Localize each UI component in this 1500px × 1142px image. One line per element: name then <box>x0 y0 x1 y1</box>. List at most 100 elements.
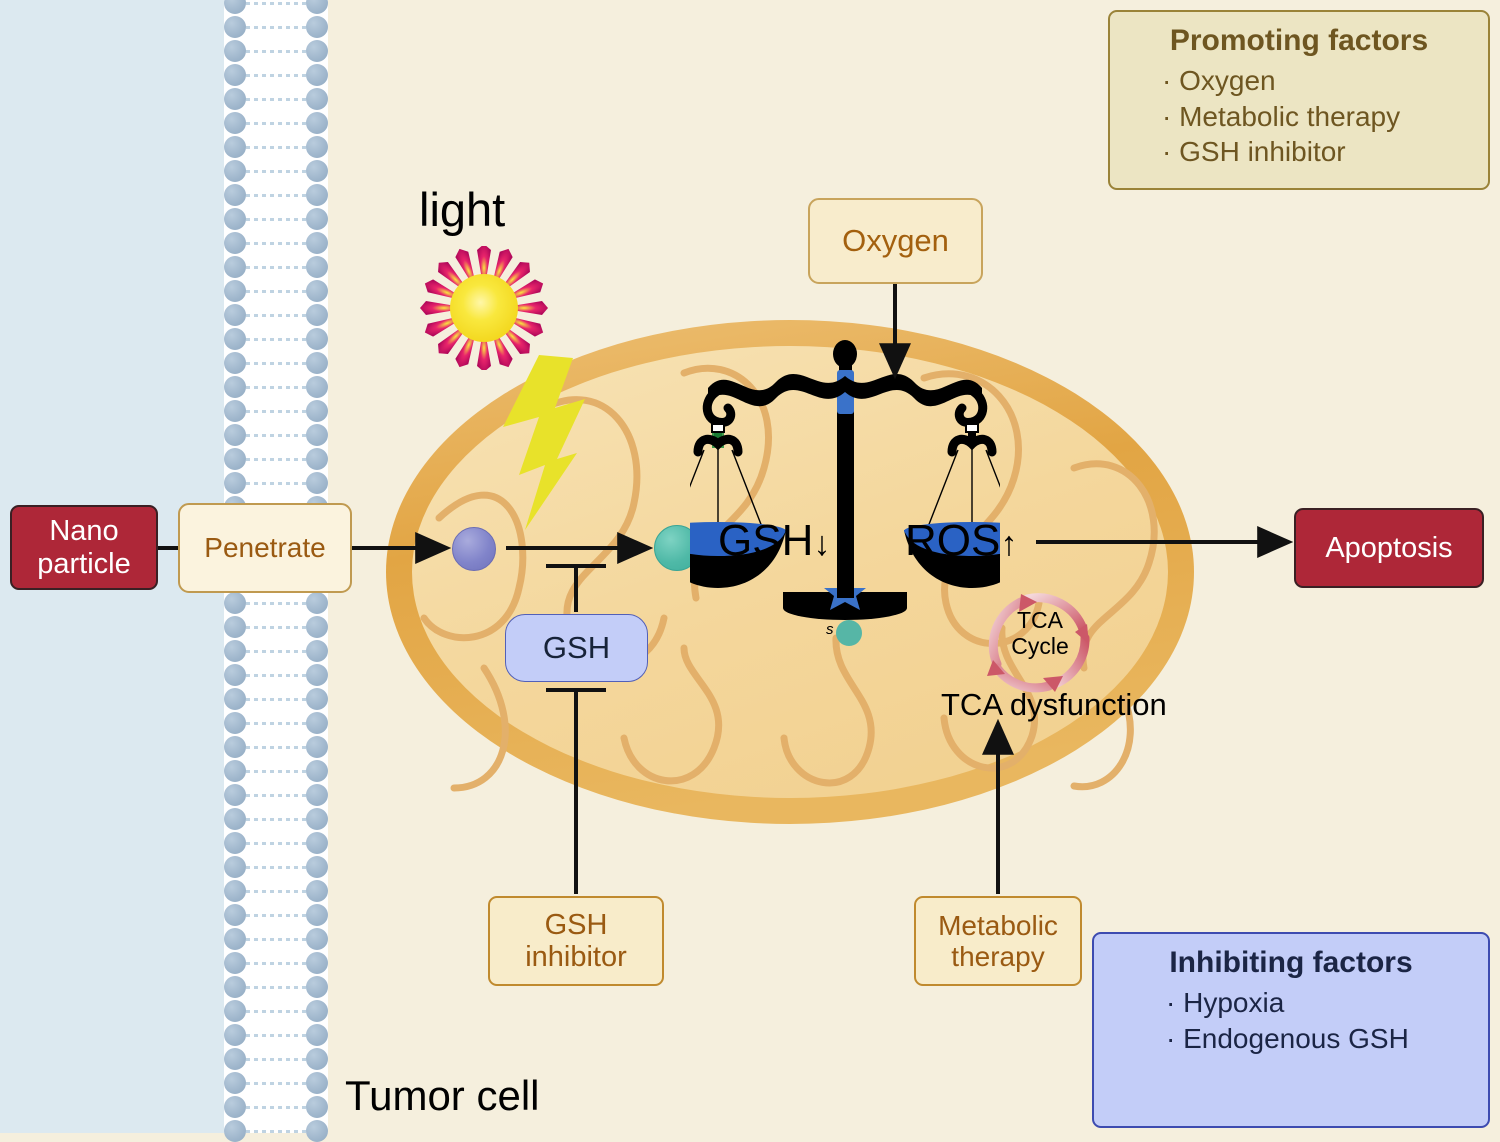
membrane-head-icon <box>224 208 246 230</box>
membrane-head-icon <box>224 808 246 830</box>
promoting-factors-list: Oxygen Metabolic therapy GSH inhibitor <box>1110 63 1488 170</box>
gsh-inhibitor-line1: GSH <box>544 908 608 941</box>
membrane-tail-row <box>244 238 308 248</box>
membrane-tail-row <box>244 1006 308 1016</box>
membrane-head-icon <box>224 136 246 158</box>
metabolic-therapy-box[interactable]: Metabolic therapy <box>914 896 1082 986</box>
membrane-head-icon <box>224 880 246 902</box>
membrane-head-icon <box>306 16 328 38</box>
membrane-head-icon <box>306 592 328 614</box>
membrane-tail-row <box>244 790 308 800</box>
membrane-head-icon <box>306 64 328 86</box>
membrane-head-icon <box>306 1072 328 1094</box>
membrane-tail-row <box>244 646 308 656</box>
membrane-tail-row <box>244 334 308 344</box>
membrane-head-icon <box>306 136 328 158</box>
membrane-tail-row <box>244 142 308 152</box>
membrane-head-icon <box>224 424 246 446</box>
membrane-head-icon <box>306 712 328 734</box>
membrane-head-icon <box>224 0 246 14</box>
balance-right-arrow: ↑ <box>1000 525 1018 563</box>
membrane-head-icon <box>306 256 328 278</box>
membrane-tail-row <box>244 0 308 8</box>
membrane-head-icon <box>306 472 328 494</box>
membrane-head-icon <box>306 160 328 182</box>
membrane-head-icon <box>306 856 328 878</box>
membrane-tail-row <box>244 622 308 632</box>
membrane-head-icon <box>224 376 246 398</box>
membrane-head-icon <box>224 1096 246 1118</box>
inhibiting-factors-title: Inhibiting factors <box>1169 946 1413 979</box>
oxygen-box[interactable]: Oxygen <box>808 198 983 284</box>
membrane-head-icon <box>224 256 246 278</box>
balance-base-particle-icon <box>836 620 862 646</box>
membrane-tail-row <box>244 958 308 968</box>
membrane-tail-row <box>244 382 308 392</box>
penetrate-box[interactable]: Penetrate <box>178 503 352 593</box>
nano-particle-line2: particle <box>37 547 131 580</box>
membrane-tail-row <box>244 70 308 80</box>
membrane-head-icon <box>224 928 246 950</box>
membrane-head-icon <box>224 400 246 422</box>
membrane-tail-row <box>244 1054 308 1064</box>
apoptosis-box[interactable]: Apoptosis <box>1294 508 1484 588</box>
membrane-tail-row <box>244 1030 308 1040</box>
metabolic-therapy-line2: therapy <box>951 941 1045 972</box>
membrane-head-icon <box>306 280 328 302</box>
list-item: Endogenous GSH <box>1094 1021 1488 1057</box>
membrane-head-icon <box>224 712 246 734</box>
nano-particle-box[interactable]: Nano particle <box>10 505 158 590</box>
membrane-head-icon <box>306 928 328 950</box>
membrane-head-icon <box>306 376 328 398</box>
membrane-head-icon <box>224 352 246 374</box>
membrane-head-icon <box>224 904 246 926</box>
membrane-head-icon <box>306 352 328 374</box>
membrane-tail-row <box>244 430 308 440</box>
membrane-tail-row <box>244 598 308 608</box>
membrane-head-icon <box>224 760 246 782</box>
membrane-tail-row <box>244 454 308 464</box>
membrane-head-icon <box>224 1000 246 1022</box>
membrane-head-icon <box>306 688 328 710</box>
membrane-head-icon <box>306 904 328 926</box>
tumor-cell-label: Tumor cell <box>345 1072 540 1119</box>
gsh-pill-box[interactable]: GSH <box>505 614 648 682</box>
membrane-tail-row <box>244 814 308 824</box>
membrane-head-icon <box>224 952 246 974</box>
nanoparticle-dot-icon <box>452 527 496 571</box>
membrane-head-icon <box>306 976 328 998</box>
gsh-inhibitor-box[interactable]: GSH inhibitor <box>488 896 664 986</box>
membrane-head-icon <box>306 664 328 686</box>
balance-left-label: GSH↓ <box>718 516 830 566</box>
membrane-tail-row <box>244 694 308 704</box>
list-item: Hypoxia <box>1094 985 1488 1021</box>
membrane-tail-row <box>244 766 308 776</box>
list-item: Oxygen <box>1110 63 1488 99</box>
membrane-head-icon <box>224 976 246 998</box>
membrane-tail-row <box>244 886 308 896</box>
membrane-tail-row <box>244 838 308 848</box>
membrane-head-icon <box>306 1024 328 1046</box>
membrane-head-icon <box>224 1072 246 1094</box>
membrane-head-icon <box>306 952 328 974</box>
metabolic-therapy-line1: Metabolic <box>938 909 1058 941</box>
balance-right-text: ROS <box>905 516 1001 565</box>
membrane-head-icon <box>306 112 328 134</box>
membrane-head-icon <box>306 784 328 806</box>
gsh-inhibitor-line2: inhibitor <box>525 941 627 973</box>
membrane-head-icon <box>306 1096 328 1118</box>
membrane-head-icon <box>306 880 328 902</box>
membrane-head-icon <box>224 472 246 494</box>
promoting-factors-title: Promoting factors <box>1169 24 1429 57</box>
membrane-tail-row <box>244 982 308 992</box>
membrane-tail-row <box>244 166 308 176</box>
membrane-tail-row <box>244 742 308 752</box>
membrane-tail-row <box>244 118 308 128</box>
inhibiting-factors-legend: Inhibiting factors Hypoxia Endogenous GS… <box>1092 932 1490 1128</box>
membrane-head-icon <box>306 448 328 470</box>
membrane-head-icon <box>224 640 246 662</box>
membrane-tail-row <box>244 46 308 56</box>
membrane-head-icon <box>224 592 246 614</box>
light-label: light <box>419 183 506 236</box>
tca-cycle-line2: Cycle <box>1011 633 1069 660</box>
